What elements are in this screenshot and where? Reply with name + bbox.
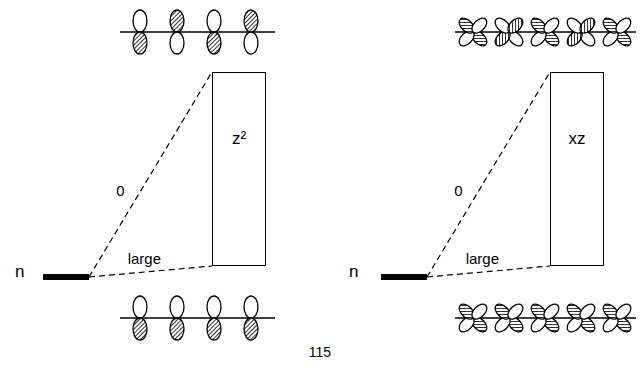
d-lobe [613, 301, 634, 322]
p-lobe [207, 10, 221, 32]
d-lobe [613, 15, 634, 36]
d-lobe [577, 15, 598, 36]
d-lobe [505, 15, 526, 36]
energy-level: n [15, 262, 90, 286]
interaction-line [427, 266, 550, 277]
p-lobe [170, 296, 184, 318]
interaction-line [89, 266, 212, 277]
d-lobe [469, 301, 490, 322]
interaction-line [427, 72, 550, 277]
p-orbital-chain [120, 296, 275, 340]
overlap-label: large [464, 251, 501, 267]
overlap-label: 0 [452, 183, 464, 199]
d-lobe [541, 301, 562, 322]
energy-level: n [349, 262, 427, 286]
d-lobe [469, 15, 490, 36]
p-lobe [207, 296, 221, 318]
overlap-label: 0 [114, 183, 126, 199]
d-orbital-chain [455, 15, 636, 48]
level-label: n [349, 262, 358, 282]
d-orbital-chain [455, 301, 636, 334]
p-lobe [244, 10, 258, 32]
p-lobe [244, 32, 258, 54]
level-label: n [15, 262, 24, 282]
d-lobe [541, 15, 562, 36]
p-lobe [244, 318, 258, 340]
p-orbital-chain [120, 10, 275, 54]
level-bar [381, 274, 427, 280]
p-lobe [207, 32, 221, 54]
p-lobe [170, 10, 184, 32]
p-lobe [133, 318, 147, 340]
p-lobe [133, 296, 147, 318]
p-lobe [207, 318, 221, 340]
p-lobe [170, 318, 184, 340]
band-label: xz [551, 129, 603, 149]
p-lobe [133, 10, 147, 32]
p-lobe [170, 32, 184, 54]
d-lobe [505, 301, 526, 322]
interaction-line [89, 72, 212, 277]
page-number: 115 [309, 344, 331, 360]
band-box: z² [212, 72, 266, 266]
p-lobe [244, 296, 258, 318]
d-lobe [577, 301, 598, 322]
band-box: xz [550, 72, 604, 266]
overlap-label: large [126, 251, 163, 267]
p-lobe [133, 32, 147, 54]
band-label: z² [213, 129, 265, 149]
level-bar [43, 274, 89, 280]
